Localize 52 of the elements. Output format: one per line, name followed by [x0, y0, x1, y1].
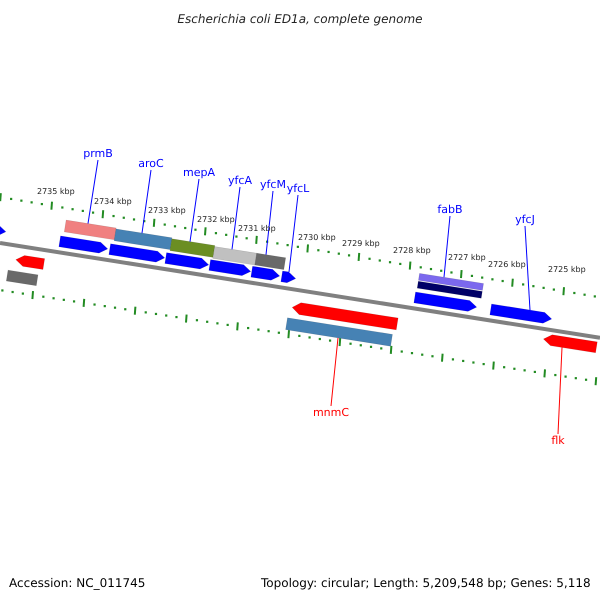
gene-bar — [170, 238, 216, 258]
gene-block — [58, 236, 108, 254]
gene-bar — [285, 317, 393, 347]
gene-label: mepA — [183, 166, 215, 179]
gene-block — [490, 304, 552, 324]
gene-bar — [254, 252, 286, 270]
info-text: Accession: NC_011745 — [9, 575, 146, 592]
gene-bar — [64, 220, 116, 240]
leader-line — [142, 170, 152, 234]
gene-block — [208, 259, 252, 276]
leader-line — [88, 160, 98, 224]
gene-label: prmB — [83, 147, 113, 160]
gene-bar — [418, 273, 484, 291]
gene-bar — [6, 270, 38, 286]
leader-line — [524, 226, 530, 311]
gene-block — [0, 224, 6, 236]
scale-label: 2727 kbp — [448, 252, 486, 264]
gene-label: yfcM — [260, 178, 286, 191]
leader-line — [444, 216, 450, 278]
info-text: Topology: circular; Length: 5,209,548 bp; Genes: 5,118 — [261, 575, 591, 592]
leader-line — [232, 186, 240, 250]
gene-block — [108, 243, 166, 262]
gene-block — [542, 334, 598, 354]
gene-label: yfcL — [286, 182, 310, 195]
gene-label: yfcJ — [515, 213, 535, 226]
scale-label: 2725 kbp — [548, 264, 586, 276]
scale-label: 2735 kbp — [37, 186, 75, 198]
leader-line — [288, 194, 298, 272]
scale-label: 2732 kbp — [197, 214, 235, 226]
gene-bar — [416, 280, 483, 299]
scale-label: 2734 kbp — [94, 196, 132, 208]
leader-line — [190, 178, 200, 242]
gene-block — [414, 292, 478, 312]
title: Escherichia coli ED1a, complete genome — [177, 12, 423, 26]
leader-line — [558, 347, 562, 434]
gene-block — [15, 255, 46, 270]
gene-label: yfcA — [228, 174, 252, 187]
scale-label: 2730 kbp — [298, 232, 336, 244]
gene-label: flk — [551, 434, 565, 447]
gene-block — [280, 270, 296, 284]
scale-label: 2733 kbp — [148, 205, 186, 217]
scale-label: 2728 kbp — [393, 245, 431, 257]
gene-block — [164, 252, 210, 270]
gene-label: aroC — [138, 157, 164, 170]
gene-bar — [114, 228, 172, 250]
gene-label: fabB — [437, 203, 463, 216]
scale-label: 2726 kbp — [488, 259, 526, 271]
scale-label: 2729 kbp — [342, 238, 380, 250]
gene-bar — [212, 246, 258, 266]
gene-label: mnmC — [312, 406, 350, 419]
gene-block — [292, 302, 398, 330]
leader-line — [330, 337, 338, 406]
